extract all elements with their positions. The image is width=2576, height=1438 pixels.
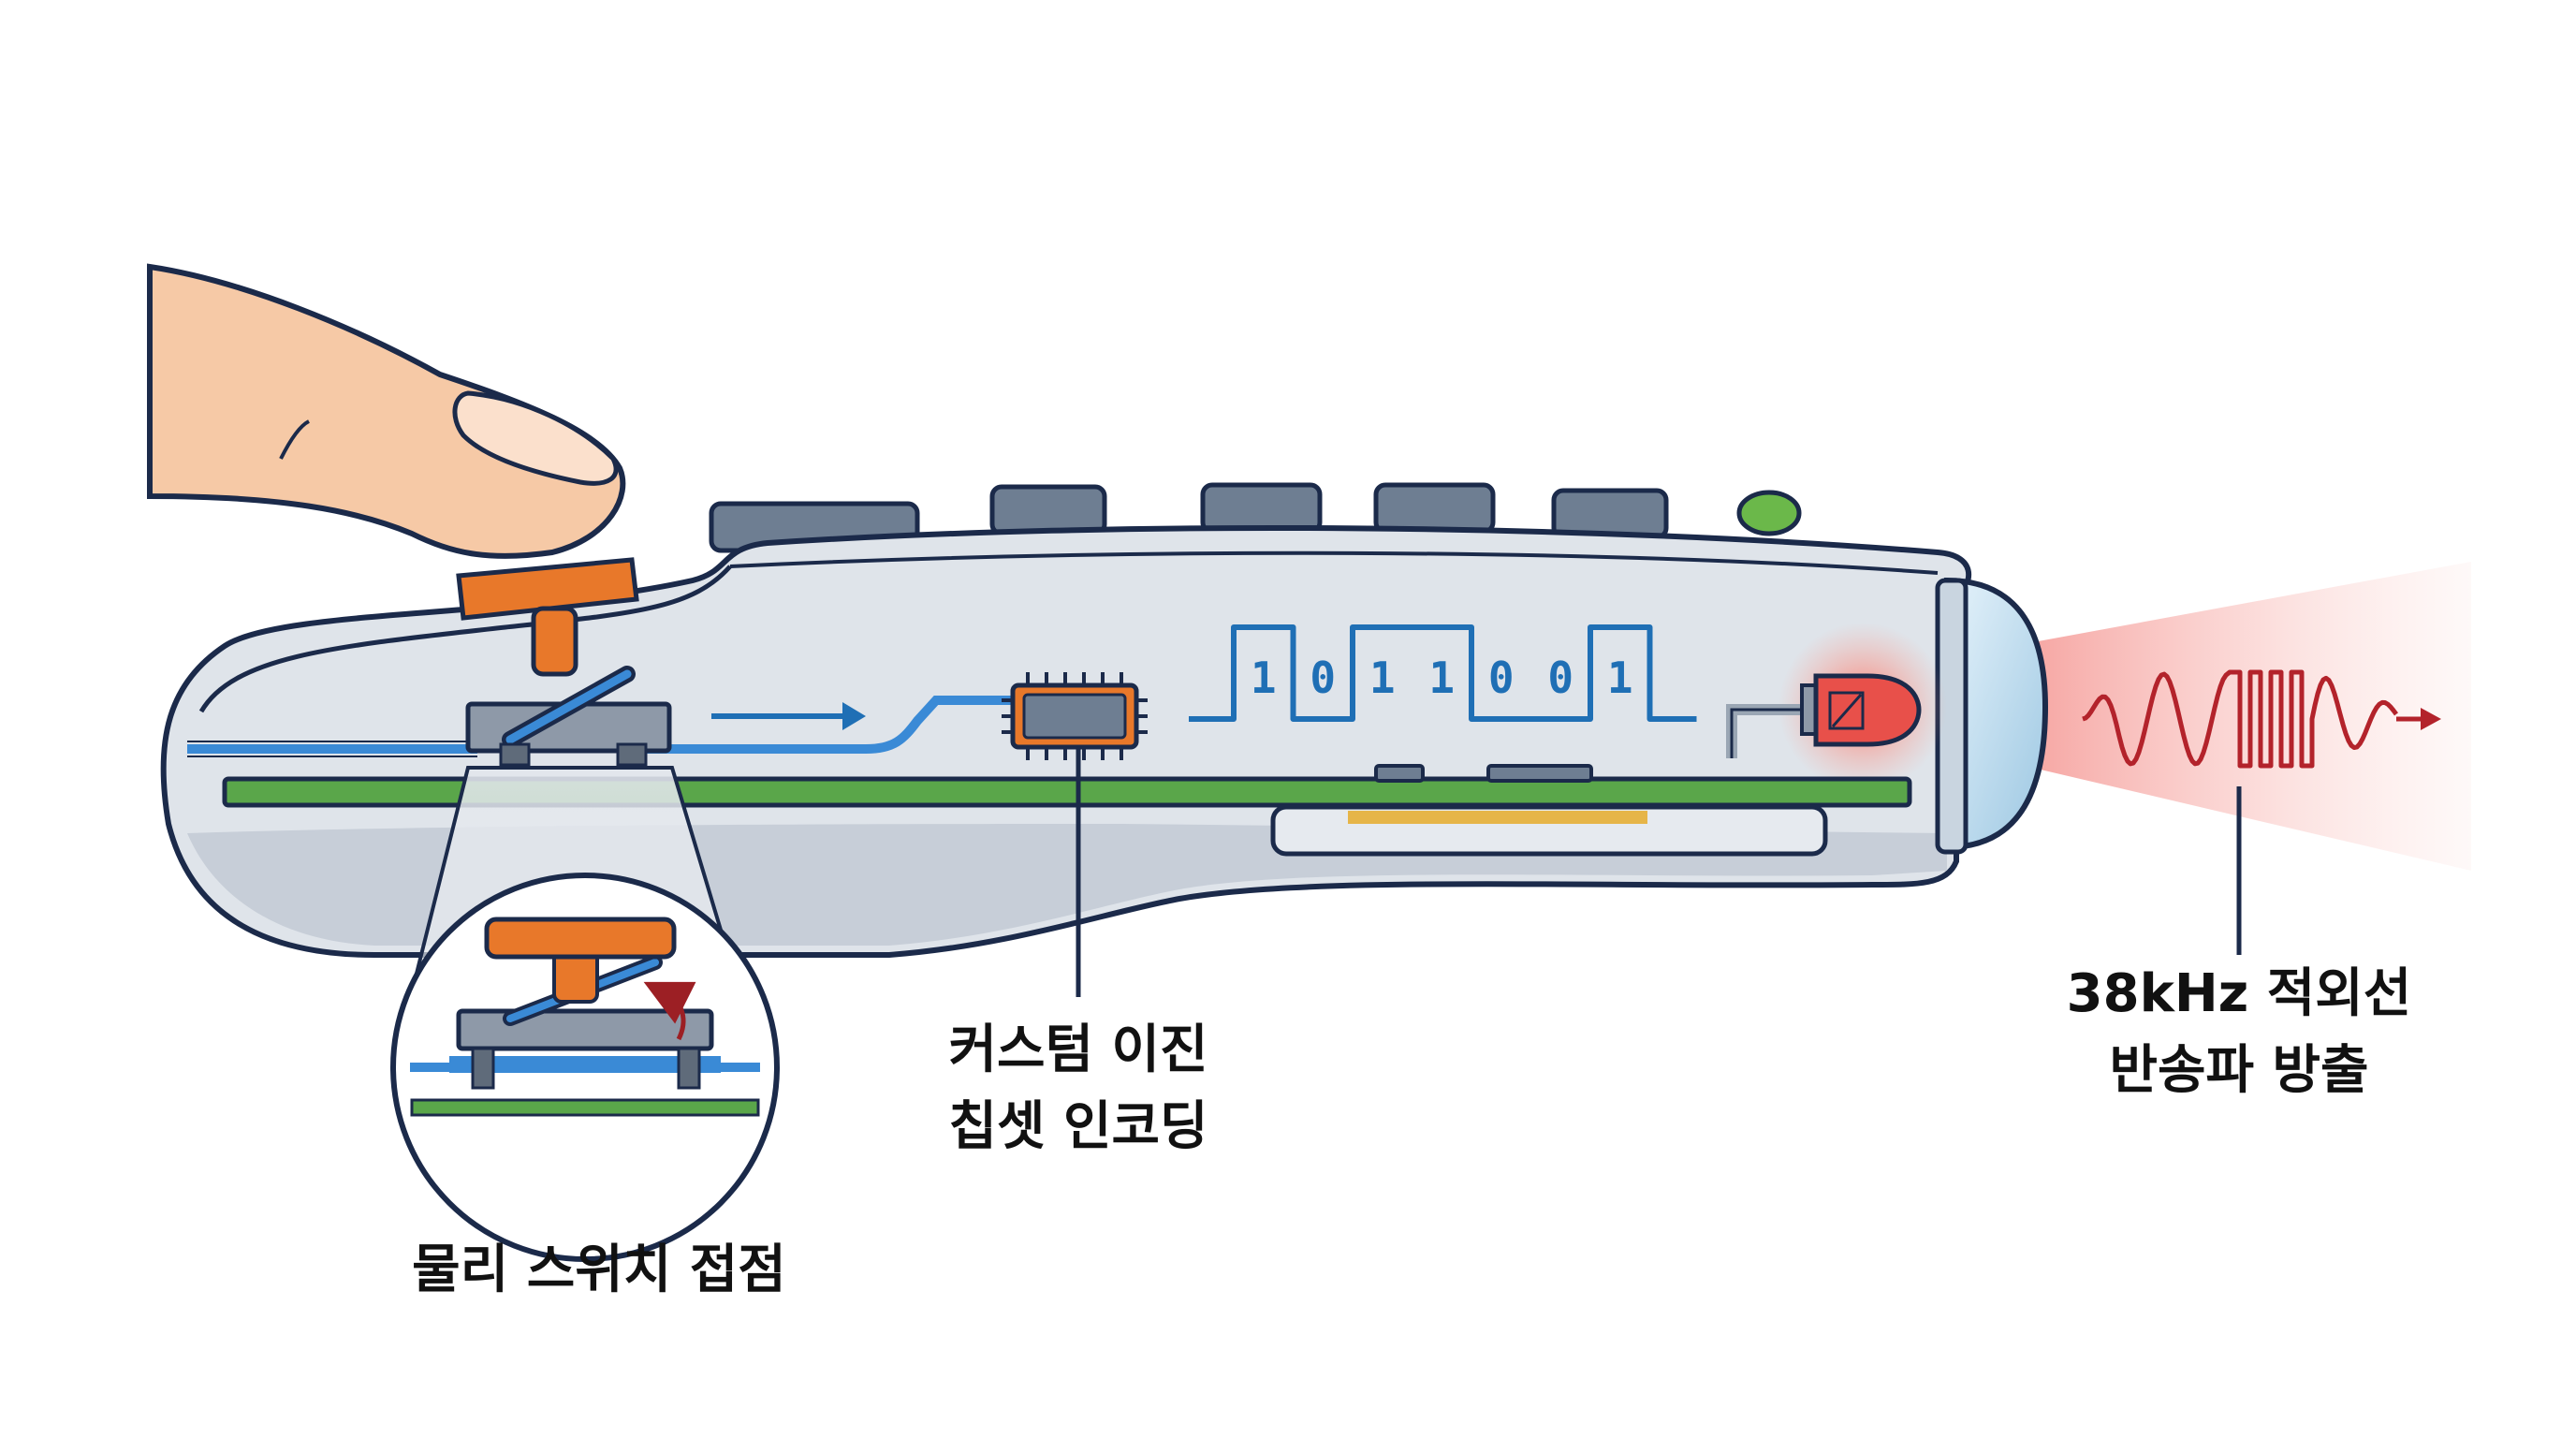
battery: [1348, 811, 1647, 824]
front-lens: [1944, 577, 2049, 851]
switch-assembly: [465, 666, 672, 767]
binary-digit: 1: [1369, 653, 1396, 703]
fingernail: [452, 390, 619, 486]
wire-right: [646, 696, 1016, 754]
binary-digit: 1: [1251, 653, 1277, 703]
ir-label-line1: 38kHz 적외선: [2067, 963, 2412, 1024]
ir-led: [1800, 673, 1922, 747]
finger: [147, 263, 626, 559]
ir-wave-arrowhead: [2396, 708, 2441, 730]
signal-arrow: [711, 702, 866, 730]
binary-digit: 0: [1310, 653, 1336, 703]
binary-digit: 1: [1428, 653, 1455, 703]
wire-to-led-inner: [1730, 708, 1811, 758]
ir-carrier-wave: [2082, 669, 2398, 769]
magnified-switch: [410, 917, 760, 1117]
switch-label: 물리 스위치 접점: [412, 1240, 786, 1300]
binary-digit: 0: [1488, 653, 1515, 703]
smd-component: [1486, 764, 1593, 783]
chip-label-line1: 커스텀 이진: [948, 1020, 1208, 1080]
binary-waveform: [1189, 624, 1697, 722]
wire-left-outline: [187, 741, 477, 757]
binary-digit: 0: [1547, 653, 1573, 703]
chip-label-line2: 칩셋 인코딩: [948, 1096, 1208, 1157]
orange-button: [456, 557, 639, 677]
remote-inner-wall: [198, 565, 732, 713]
ir-label-line2: 반송파 방출: [2109, 1040, 2368, 1101]
remote-inner-top: [729, 550, 1939, 575]
smd-component: [1374, 764, 1425, 783]
top-buttons: [709, 482, 1802, 553]
binary-digit: 1: [1607, 653, 1633, 703]
encoder-chip: [1002, 672, 1148, 760]
finger-crease: [279, 419, 311, 460]
